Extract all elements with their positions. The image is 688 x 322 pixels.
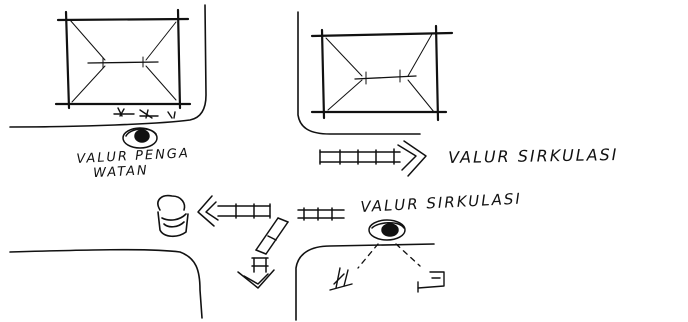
guard-icon-lower — [369, 220, 405, 240]
arrow-lower-right-small — [418, 272, 444, 292]
label-jalur-sirkulasi-right: VALUR SIRKULASI — [448, 145, 619, 167]
circulation-arrow-left — [198, 196, 270, 226]
road-edge-bottom-right — [296, 244, 434, 320]
road-edge-bottom-left — [10, 250, 202, 318]
building-left — [56, 10, 190, 108]
circulation-arrow-center-bars — [298, 208, 344, 220]
circulation-arrow-diagonal — [256, 218, 288, 254]
building-right — [312, 26, 452, 120]
sight-lines — [358, 244, 420, 268]
guard-icon — [123, 128, 157, 148]
arrow-lower-left-small — [330, 268, 352, 290]
person-icon — [158, 196, 188, 237]
road-edge-top-left — [10, 5, 206, 127]
circulation-arrow-down — [238, 258, 274, 288]
label-jalur-pengawatan: VALUR PENGA WATAN — [76, 146, 191, 182]
entrance-marks-left — [114, 108, 175, 118]
circulation-arrow-right — [320, 141, 426, 176]
